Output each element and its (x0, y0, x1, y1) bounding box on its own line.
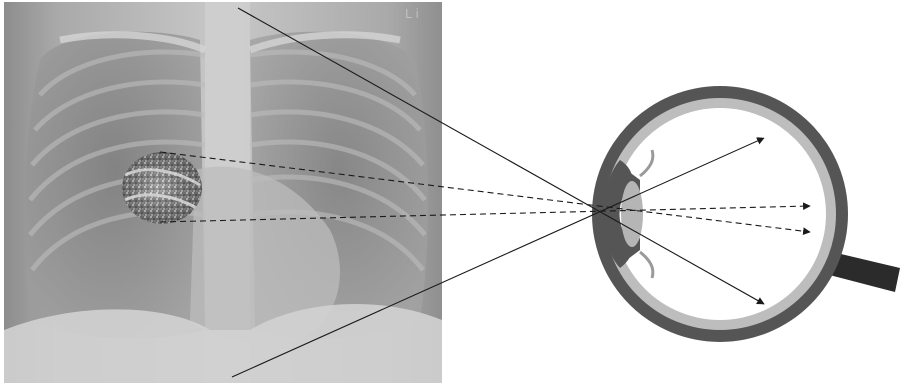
lens (621, 181, 643, 247)
eye-cross-section-icon (592, 86, 900, 342)
sharp-foveal-region (122, 152, 202, 224)
vitreous-body (614, 108, 826, 320)
xray-corner-marker: L i (405, 7, 419, 21)
chest-xray-image (4, 2, 442, 383)
